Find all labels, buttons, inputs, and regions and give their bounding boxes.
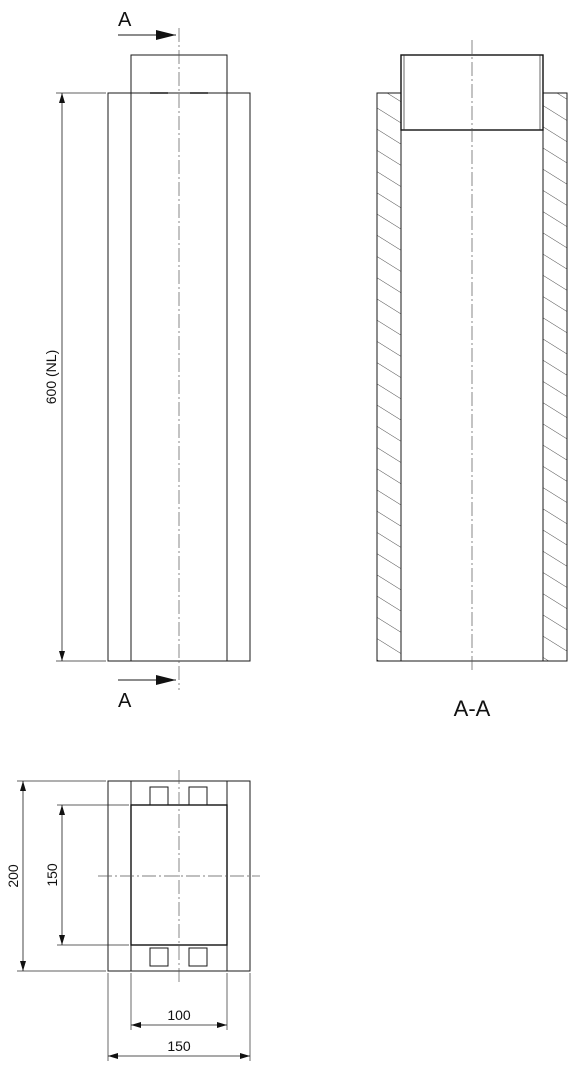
tab-bottom-left — [149, 947, 169, 967]
section-wall-right — [542, 92, 568, 662]
tab-bottom-right — [188, 947, 208, 967]
section-wall-left — [376, 92, 402, 662]
section-view: A-A — [376, 40, 568, 721]
tab-top-right — [188, 786, 208, 806]
section-title: A-A — [454, 696, 491, 721]
section-wall-hatch-left — [377, 93, 401, 661]
dim-outer-height-label: 200 — [5, 864, 21, 888]
section-label-bottom: A — [118, 690, 132, 712]
dim-inner-height-label: 150 — [44, 863, 60, 887]
top-view: 200 150 100 150 — [5, 770, 260, 1061]
dim-inner-width-label: 100 — [167, 1007, 191, 1023]
section-wall-hatch-right — [543, 93, 567, 661]
dim-length-label: 600 (NL) — [43, 350, 59, 404]
front-view: A A 600 (NL) — [43, 9, 251, 712]
tab-top-left — [149, 786, 169, 806]
dim-outer-width-label: 150 — [167, 1038, 191, 1054]
section-label-top: A — [118, 9, 132, 31]
